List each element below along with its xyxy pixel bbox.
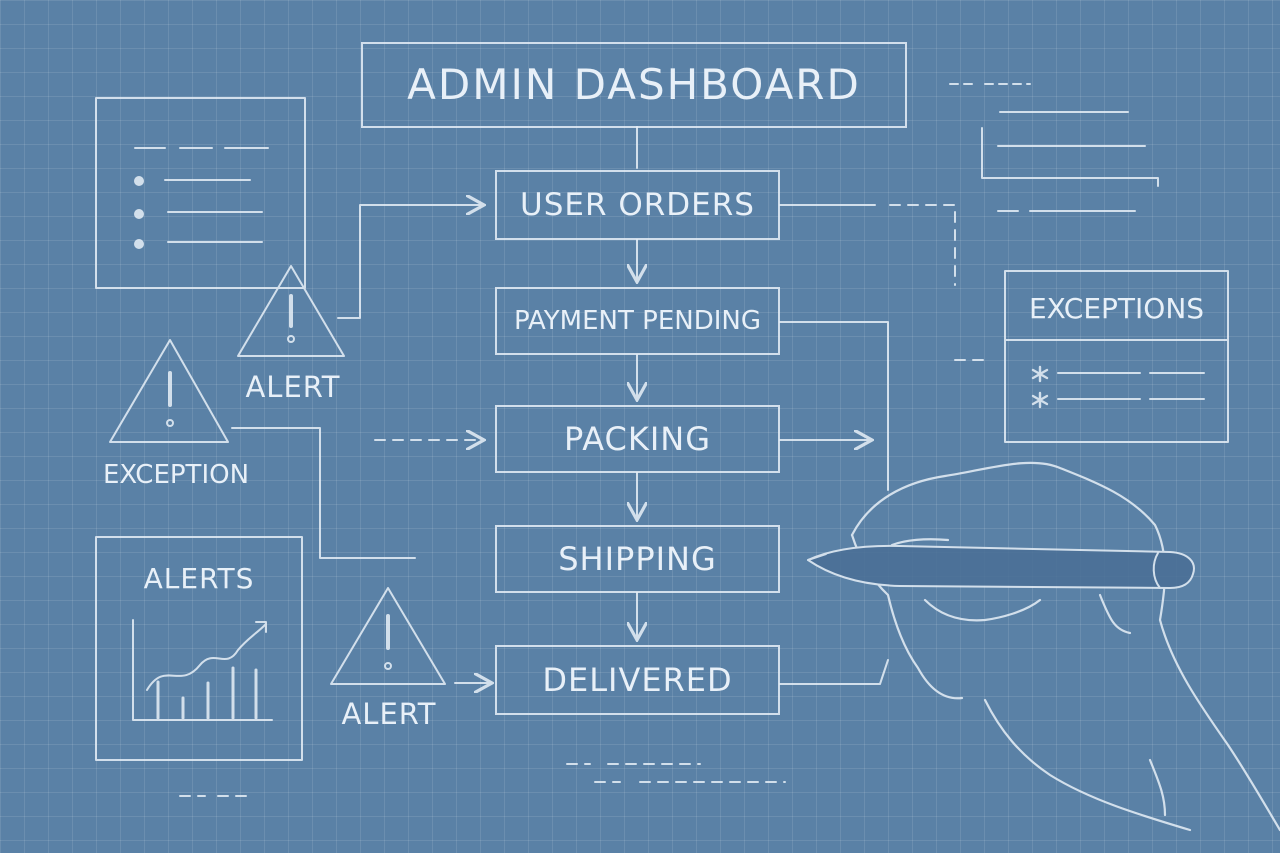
alert-label-top: ALERT (245, 370, 341, 404)
exceptions-panel-frame (1004, 270, 1229, 443)
warning-icon-top (237, 265, 345, 357)
step-label: PACKING (563, 420, 712, 458)
pen-icon (807, 544, 1195, 589)
list-panel-icon (95, 97, 306, 289)
alerts-panel-frame (95, 536, 303, 761)
step-shipping[interactable]: SHIPPING (495, 525, 780, 593)
warning-icon-bottom (330, 587, 446, 685)
connector-delivered-right (779, 659, 889, 685)
alerts-panel-title: ALERTS (143, 562, 255, 595)
step-user-orders[interactable]: USER ORDERS (495, 170, 780, 240)
step-delivered[interactable]: DELIVERED (495, 645, 780, 715)
step-payment-pending[interactable]: PAYMENT PENDING (495, 287, 780, 355)
connector-orders-dashed (889, 204, 956, 286)
connector-exception (231, 427, 416, 559)
warning-icon-exception (109, 339, 229, 443)
step-label: SHIPPING (558, 540, 717, 578)
step-label: DELIVERED (542, 661, 733, 699)
step-label: USER ORDERS (520, 186, 755, 223)
connector-payment-right (779, 321, 889, 491)
arrow-alert-to-orders (337, 205, 482, 319)
alert-label-bottom: ALERT (341, 697, 437, 731)
step-packing[interactable]: PACKING (495, 405, 780, 473)
dashboard-title: ADMIN DASHBOARD (407, 60, 861, 109)
admin-dashboard-box[interactable]: ADMIN DASHBOARD (361, 42, 907, 128)
hand-icon (850, 461, 1280, 832)
notes-icon (949, 83, 1159, 212)
exception-label: EXCEPTION (102, 460, 250, 490)
exceptions-panel-title: EXCEPTIONS (1028, 292, 1205, 325)
step-label: PAYMENT PENDING (514, 306, 761, 336)
